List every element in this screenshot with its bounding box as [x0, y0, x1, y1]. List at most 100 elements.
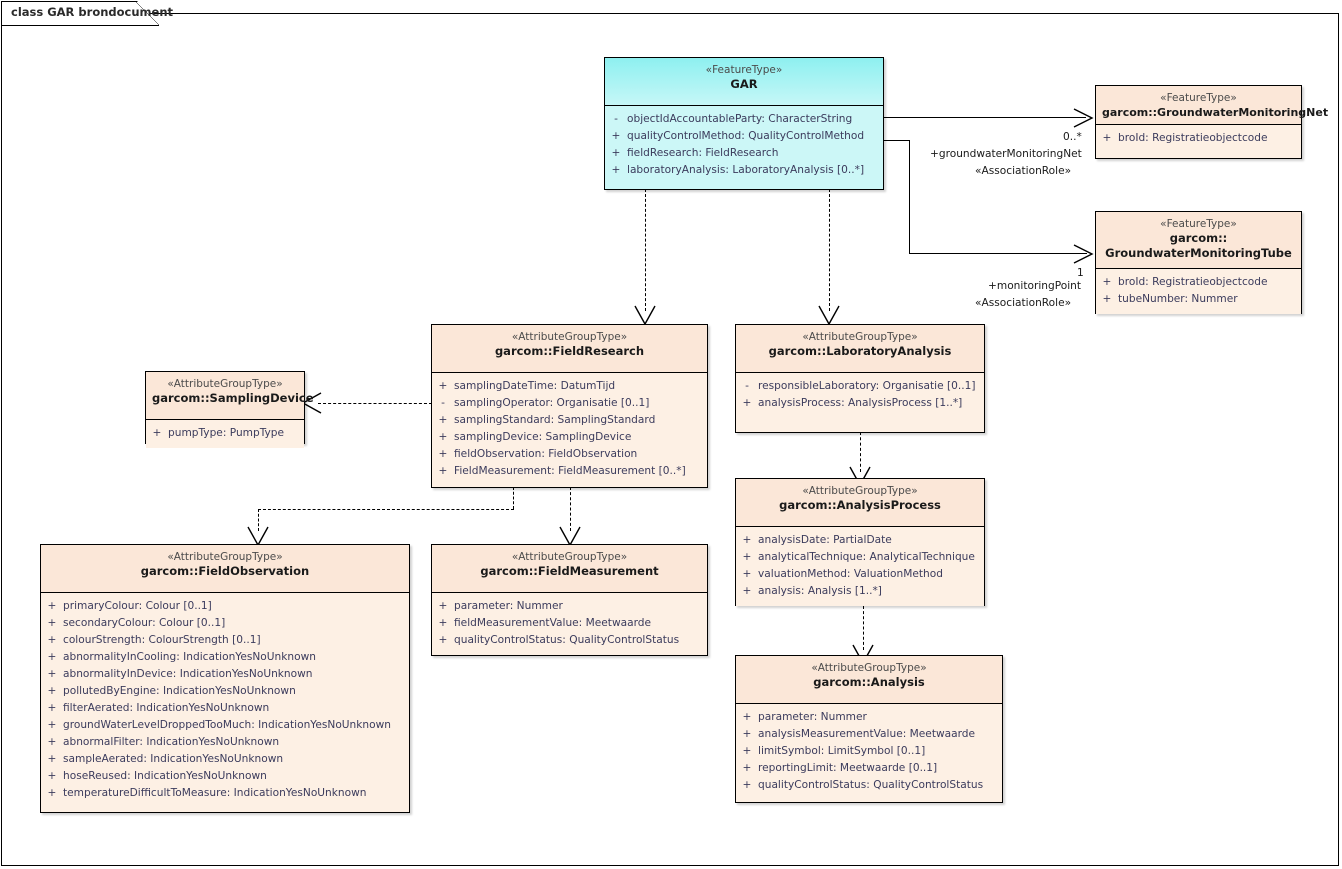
visibility: +	[611, 147, 621, 159]
attribute-row: +analysisMeasurementValue: Meetwaarde	[736, 726, 1002, 743]
attribute-text: laboratoryAnalysis: LaboratoryAnalysis […	[627, 164, 865, 176]
visibility: +	[438, 448, 448, 460]
attribute-row: +groundWaterLevelDroppedTooMuch: Indicat…	[41, 717, 409, 734]
attribute-row: +parameter: Nummer	[432, 598, 707, 615]
visibility: +	[1102, 132, 1112, 144]
visibility: +	[742, 397, 752, 409]
visibility: +	[438, 465, 448, 477]
visibility: +	[438, 414, 448, 426]
attribute-row: +filterAerated: IndicationYesNoUnknown	[41, 700, 409, 717]
attribute-row: +analyticalTechnique: AnalyticalTechniqu…	[736, 549, 984, 566]
dep-line-fieldobs-v1	[513, 487, 514, 509]
attribute-row: +abnormalityInCooling: IndicationYesNoUn…	[41, 649, 409, 666]
visibility: +	[742, 551, 752, 563]
visibility: +	[47, 736, 57, 748]
multiplicity-gar-tube: 1	[1077, 267, 1084, 279]
attribute-row: +colourStrength: ColourStrength [0..1]	[41, 632, 409, 649]
class-groundwatermonitoringtube-name: garcom::	[1169, 231, 1228, 245]
attribute-text: reportingLimit: Meetwaarde [0..1]	[758, 762, 938, 774]
attribute-row: -responsibleLaboratory: Organisatie [0..…	[736, 378, 984, 395]
class-groundwatermonitoringtube[interactable]: «FeatureType» garcom:: GroundwaterMonito…	[1095, 211, 1302, 314]
class-analysisprocess[interactable]: «AttributeGroupType» garcom::AnalysisPro…	[735, 478, 985, 606]
visibility: +	[47, 787, 57, 799]
class-groundwatermonitoringtube-stereotype: «FeatureType»	[1160, 218, 1237, 230]
dep-line-gar-fieldresearch	[645, 189, 646, 311]
stereotype-gar-net: «AssociationRole»	[975, 165, 1072, 177]
attribute-text: analysisDate: PartialDate	[758, 534, 892, 546]
class-fieldobservation-header: «AttributeGroupType» garcom::FieldObserv…	[41, 545, 409, 593]
class-analysis-attributes: + parameter: Nummer +analysisMeasurementV…	[736, 704, 1002, 800]
attribute-text: fieldObservation: FieldObservation	[454, 448, 638, 460]
visibility: +	[438, 617, 448, 629]
attribute-text: limitSymbol: LimitSymbol [0..1]	[758, 745, 926, 757]
visibility: +	[1102, 276, 1112, 288]
stereotype-gar-tube: «AssociationRole»	[975, 297, 1072, 309]
attribute-text: FieldMeasurement: FieldMeasurement [0..*…	[454, 465, 686, 477]
class-fieldobservation[interactable]: «AttributeGroupType» garcom::FieldObserv…	[40, 544, 410, 813]
attribute-row: + analysisProcess: AnalysisProcess [1..*]	[736, 395, 984, 412]
attribute-row: +samplingDateTime: DatumTijd	[432, 378, 707, 395]
attribute-text: qualityControlMethod: QualityControlMeth…	[627, 130, 865, 142]
visibility: +	[742, 568, 752, 580]
visibility: +	[742, 585, 752, 597]
class-fieldmeasurement-stereotype: «AttributeGroupType»	[511, 551, 628, 563]
class-fieldmeasurement[interactable]: «AttributeGroupType» garcom::FieldMeasur…	[431, 544, 708, 656]
attribute-row: +analysis: Analysis [1..*]	[736, 583, 984, 600]
attribute-text: parameter: Nummer	[454, 600, 563, 612]
visibility: +	[742, 534, 752, 546]
class-analysis-stereotype: «AttributeGroupType»	[811, 662, 927, 674]
attribute-row: +samplingStandard: SamplingStandard	[432, 412, 707, 429]
class-laboratoryanalysis[interactable]: «AttributeGroupType» garcom::LaboratoryA…	[735, 324, 985, 433]
visibility: -	[441, 397, 445, 409]
class-samplingdevice[interactable]: «AttributeGroupType» garcom::SamplingDev…	[145, 371, 314, 448]
class-groundwatermonitoringnet-header: «FeatureType» garcom::GroundwaterMonitor…	[1096, 86, 1329, 125]
attribute-text: analysisProcess: AnalysisProcess [1..*]	[758, 397, 963, 409]
class-gar-header: «FeatureType» GAR	[605, 58, 883, 106]
class-gar[interactable]: «FeatureType» GAR -objectIdAccountablePa…	[604, 57, 884, 190]
attribute-text: abnormalityInDevice: IndicationYesNoUnkn…	[63, 668, 313, 680]
assoc-arrowhead-tube	[1072, 243, 1094, 265]
attribute-text: temperatureDifficultToMeasure: Indicatio…	[63, 787, 367, 799]
class-groundwatermonitoringnet[interactable]: «FeatureType» garcom::GroundwaterMonitor…	[1095, 85, 1329, 159]
class-fieldresearch[interactable]: «AttributeGroupType» garcom::FieldResear…	[431, 324, 708, 488]
attribute-text: parameter: Nummer	[758, 711, 867, 723]
attribute-row: +reportingLimit: Meetwaarde [0..1]	[736, 760, 1002, 777]
attribute-row: +broId: Registratieobjectcode	[1096, 274, 1301, 291]
attribute-text: fieldMeasurementValue: Meetwaarde	[454, 617, 652, 629]
class-fieldresearch-stereotype: «AttributeGroupType»	[511, 331, 628, 343]
class-fieldmeasurement-header: «AttributeGroupType» garcom::FieldMeasur…	[432, 545, 707, 593]
attribute-row: -objectIdAccountableParty: CharacterStri…	[605, 111, 883, 128]
attribute-text: abnormalFilter: IndicationYesNoUnknown	[63, 736, 280, 748]
attribute-row: + fieldMeasurementValue: Meetwaarde	[432, 615, 707, 632]
attribute-row: +primaryColour: Colour [0..1]	[41, 598, 409, 615]
attribute-row: + analysisDate: PartialDate	[736, 532, 984, 549]
attribute-row: -samplingOperator: Organisatie [0..1]	[432, 395, 707, 412]
assoc-line-gar-tube-h2	[909, 253, 1087, 255]
class-laboratoryanalysis-stereotype: «AttributeGroupType»	[802, 331, 918, 343]
visibility: +	[47, 770, 57, 782]
attribute-text: samplingDateTime: DatumTijd	[454, 380, 616, 392]
diagram-title-tab: class GAR brondocument	[1, 1, 173, 26]
attribute-row: + parameter: Nummer	[736, 709, 1002, 726]
class-groundwatermonitoringnet-stereotype: «FeatureType»	[1160, 92, 1237, 104]
class-analysis[interactable]: «AttributeGroupType» garcom::Analysis + p…	[735, 655, 1003, 803]
visibility: +	[47, 719, 57, 731]
attribute-row: +limitSymbol: LimitSymbol [0..1]	[736, 743, 1002, 760]
attribute-row: + fieldResearch: FieldResearch	[605, 145, 883, 162]
class-samplingdevice-attributes: +pumpType: PumpType	[146, 420, 304, 448]
class-analysisprocess-stereotype: «AttributeGroupType»	[802, 485, 918, 497]
class-analysis-header: «AttributeGroupType» garcom::Analysis	[736, 656, 1002, 704]
class-analysisprocess-header: «AttributeGroupType» garcom::AnalysisPro…	[736, 479, 984, 527]
visibility: +	[47, 600, 57, 612]
visibility: +	[47, 685, 57, 697]
attribute-text: colourStrength: ColourStrength [0..1]	[63, 634, 261, 646]
visibility: -	[614, 113, 618, 125]
assoc-line-gar-net	[884, 117, 1086, 119]
class-groundwatermonitoringnet-name: garcom::GroundwaterMonitoringNet	[1102, 106, 1329, 119]
attribute-row: +sampleAerated: IndicationYesNoUnknown	[41, 751, 409, 768]
attribute-text: fieldResearch: FieldResearch	[627, 147, 779, 159]
visibility: +	[742, 711, 752, 723]
attribute-row: +laboratoryAnalysis: LaboratoryAnalysis …	[605, 162, 883, 179]
assoc-arrowhead-net	[1072, 107, 1094, 129]
visibility: +	[152, 427, 162, 439]
